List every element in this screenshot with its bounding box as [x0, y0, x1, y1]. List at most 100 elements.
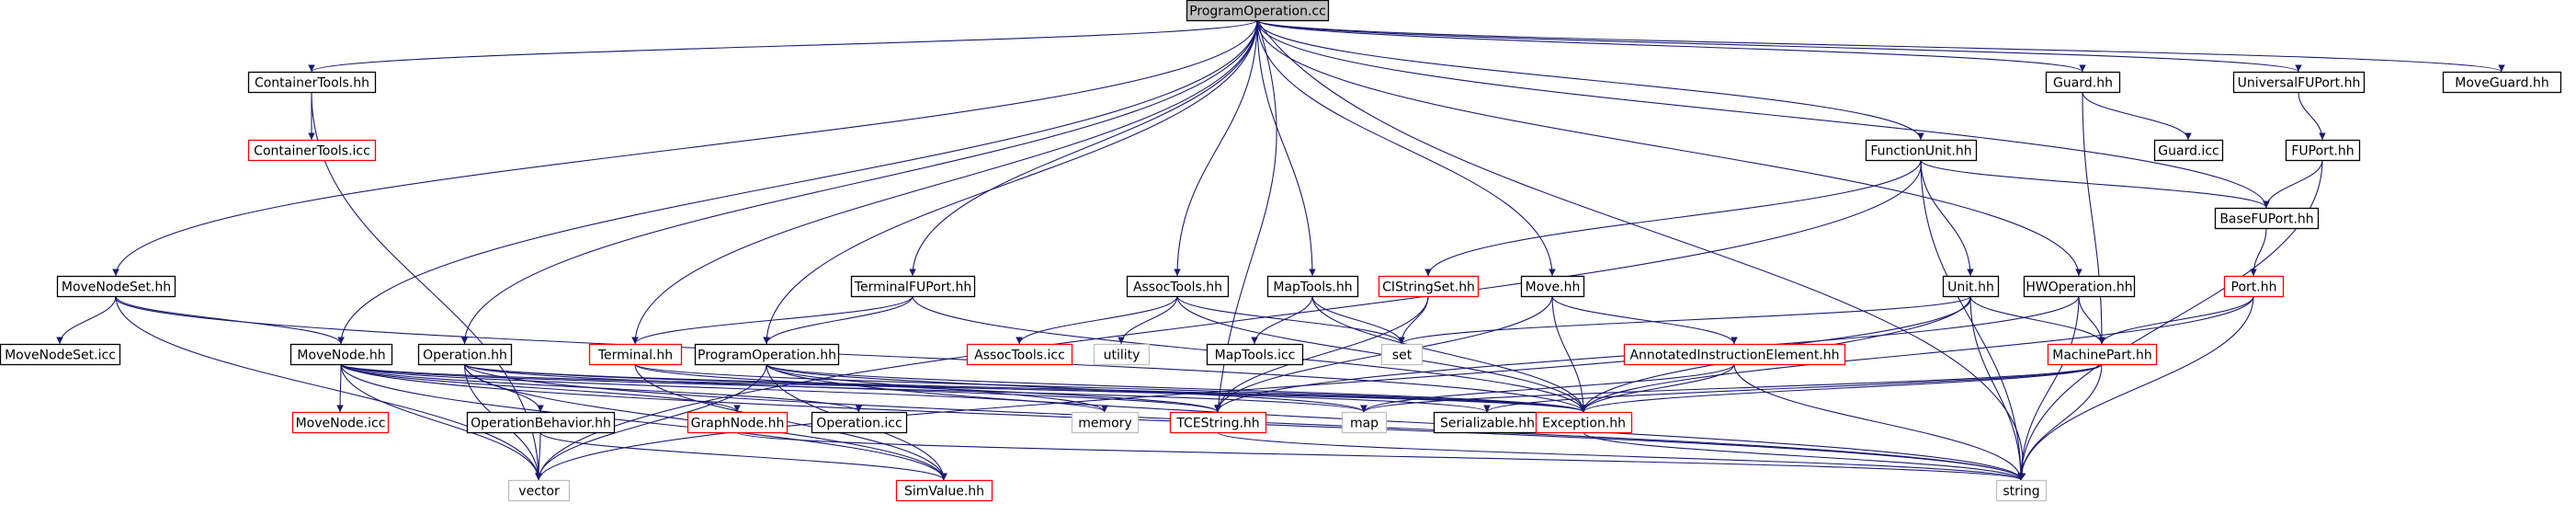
node-label: map	[1350, 417, 1379, 431]
node-box	[850, 275, 976, 298]
node-exception-hh[interactable]: Exception.hh	[1535, 411, 1633, 434]
edge-programoperation-cc-to-universalfuport-hh	[1256, 19, 2302, 73]
node-operation-icc[interactable]: Operation.icc	[811, 411, 908, 434]
node-operation-hh[interactable]: Operation.hh	[417, 343, 513, 366]
node-box	[466, 411, 616, 434]
edge-tcestring-hh-to-string	[1217, 431, 2025, 481]
edge-port-hh-to-string	[2017, 295, 2254, 481]
node-moveguard-hh[interactable]: MoveGuard.hh	[2442, 71, 2562, 94]
edge-operation-hh-to-exception-hh	[463, 363, 1587, 413]
node-string[interactable]: string	[1995, 479, 2048, 502]
edge-assoctools-hh-to-exception-hh	[1176, 295, 1587, 413]
edge-terminal-hh-to-simvalue-hh	[634, 363, 948, 481]
edge-unit-hh-to-string	[1969, 295, 2025, 481]
node-guard-icc[interactable]: Guard.icc	[2153, 139, 2224, 162]
node-graphnode-hh[interactable]: GraphNode.hh	[687, 411, 789, 434]
node-operationbehavior-hh[interactable]: OperationBehavior.hh	[466, 411, 616, 434]
node-label: HWOperation.hh	[2026, 280, 2132, 295]
node-label: Guard.hh	[2053, 76, 2113, 91]
node-label: CIStringSet.hh	[1382, 280, 1475, 295]
node-unit-hh[interactable]: Unit.hh	[1942, 275, 2000, 298]
node-label: TCEString.hh	[1175, 417, 1259, 431]
node-box	[1126, 275, 1230, 298]
node-movenode-icc[interactable]: MoveNode.icc	[291, 411, 390, 434]
edge-movenodeset-hh-to-movenodeset-icc	[56, 295, 117, 345]
node-label: Exception.hh	[1542, 417, 1626, 431]
node-maptools-hh[interactable]: MapTools.hh	[1266, 275, 1359, 298]
edge-programoperation-cc-to-functionunit-hh	[1256, 19, 1924, 141]
node-box	[966, 343, 1073, 366]
node-vector[interactable]: vector	[507, 479, 571, 502]
edge-movenode-hh-to-vector	[340, 363, 542, 481]
node-label: Port.hh	[2231, 280, 2277, 295]
node-programoperation-cc[interactable]: ProgramOperation.cc	[1186, 0, 1330, 22]
node-cistringset-hh[interactable]: CIStringSet.hh	[1378, 275, 1480, 298]
node-assoctools-hh[interactable]: AssocTools.hh	[1126, 275, 1230, 298]
edge-movenodeset-hh-to-vector	[115, 295, 542, 481]
node-serializable-hh[interactable]: Serializable.hh	[1433, 411, 1542, 434]
node-memory[interactable]: memory	[1071, 411, 1140, 434]
node-simvalue-hh[interactable]: SimValue.hh	[895, 479, 993, 502]
node-set[interactable]: set	[1380, 343, 1424, 366]
node-label: string	[2003, 485, 2039, 499]
node-maptools-icc[interactable]: MapTools.icc	[1206, 343, 1304, 366]
node-hwoperation-hh[interactable]: HWOperation.hh	[2023, 275, 2136, 298]
node-map[interactable]: map	[1341, 411, 1388, 434]
node-utility[interactable]: utility	[1093, 343, 1151, 366]
node-label: MoveNodeSet.hh	[62, 280, 171, 295]
node-label: Move.hh	[1526, 280, 1581, 295]
edge-port-hh-to-machinepart-hh	[2098, 295, 2254, 345]
node-box	[1186, 0, 1330, 22]
node-movenodeset-icc[interactable]: MoveNodeSet.icc	[0, 343, 121, 366]
node-box	[56, 275, 176, 298]
edge-functionunit-hh-to-unit-hh	[1920, 159, 1974, 277]
node-annotatedinstructionelement-hh[interactable]: AnnotatedInstructionElement.hh	[1623, 343, 1846, 366]
node-move-hh[interactable]: Move.hh	[1520, 275, 1585, 298]
edge-maptools-hh-to-set	[1311, 295, 1405, 345]
edge-programoperation-cc-to-move-hh	[1256, 19, 1556, 277]
node-containertools-icc[interactable]: ContainerTools.icc	[247, 139, 377, 162]
edge-assoctools-hh-to-utility	[1118, 295, 1178, 345]
node-universalfuport-hh[interactable]: UniversalFUPort.hh	[2232, 71, 2366, 94]
node-box	[1341, 411, 1388, 434]
node-label: OperationBehavior.hh	[471, 417, 611, 431]
node-assoctools-icc[interactable]: AssocTools.icc	[966, 343, 1073, 366]
node-movenode-hh[interactable]: MoveNode.hh	[289, 343, 393, 366]
node-fuport-hh[interactable]: FUPort.hh	[2285, 139, 2361, 162]
node-terminalfuport-hh[interactable]: TerminalFUPort.hh	[850, 275, 976, 298]
node-guard-hh[interactable]: Guard.hh	[2045, 71, 2121, 94]
node-label: MachinePart.hh	[2052, 349, 2151, 363]
node-containertools-hh[interactable]: ContainerTools.hh	[247, 71, 377, 94]
node-box	[1623, 343, 1846, 366]
edge-programoperation-hh-to-map	[766, 363, 1367, 413]
node-functionunit-hh[interactable]: FunctionUnit.hh	[1865, 139, 1978, 162]
edge-programoperation-cc-to-terminal-hh	[631, 19, 1258, 345]
node-tcestring-hh[interactable]: TCEString.hh	[1169, 411, 1267, 434]
edge-programoperation-cc-to-movenode-hh	[337, 19, 1258, 345]
edge-functionunit-hh-to-vector	[535, 159, 1922, 481]
edge-programoperation-cc-to-basefuport-hh	[1256, 19, 2270, 209]
node-basefuport-hh[interactable]: BaseFUPort.hh	[2214, 207, 2320, 230]
edge-annotatedinstructionelement-hh-to-string	[1733, 363, 2025, 481]
node-box	[1865, 139, 1978, 162]
edge-movenode-hh-to-movenode-icc	[336, 363, 344, 413]
node-terminal-hh[interactable]: Terminal.hh	[588, 343, 683, 366]
node-label: ContainerTools.icc	[254, 144, 370, 159]
node-label: BaseFUPort.hh	[2219, 212, 2313, 227]
node-label: AssocTools.hh	[1133, 280, 1222, 295]
edge-maptools-hh-to-exception-hh	[1311, 295, 1587, 413]
node-label: FunctionUnit.hh	[1870, 144, 1971, 159]
node-machinepart-hh[interactable]: MachinePart.hh	[2047, 343, 2158, 366]
node-box	[291, 411, 390, 434]
node-programoperation-hh[interactable]: ProgramOperation.hh	[694, 343, 840, 366]
node-movenodeset-hh[interactable]: MoveNodeSet.hh	[56, 275, 176, 298]
node-label: ProgramOperation.hh	[698, 349, 836, 363]
edge-graphnode-hh-to-string	[736, 431, 2025, 481]
node-box	[247, 71, 377, 94]
edge-functionunit-hh-to-string	[1920, 159, 2025, 481]
node-port-hh[interactable]: Port.hh	[2223, 275, 2285, 298]
edge-machinepart-hh-to-map	[1360, 363, 2103, 413]
node-box	[694, 343, 840, 366]
node-label: Operation.hh	[423, 349, 507, 363]
node-box	[2214, 207, 2320, 230]
